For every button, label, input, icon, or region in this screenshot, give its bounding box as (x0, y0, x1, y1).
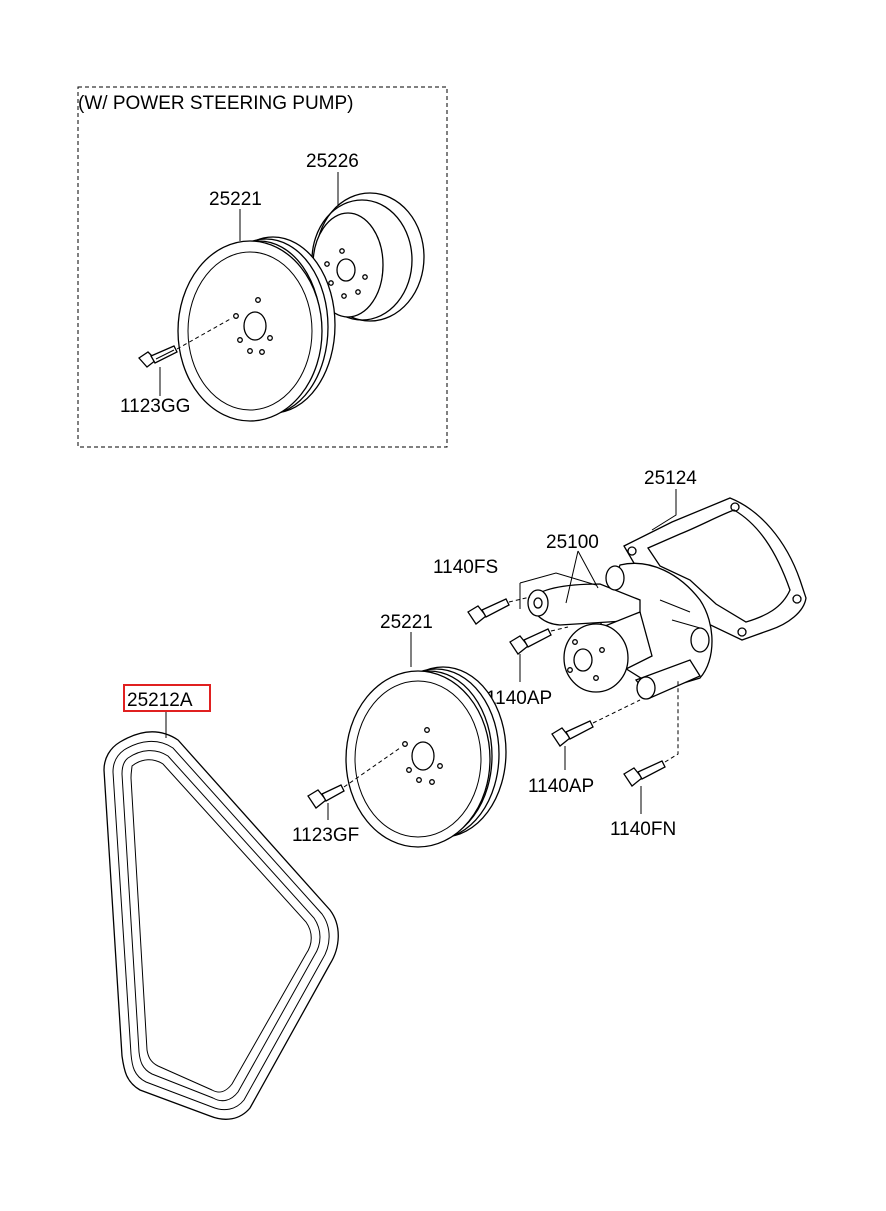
label-pump-bolt-mid[interactable]: 1140AP (486, 688, 552, 709)
main-pulley[interactable] (345, 666, 507, 848)
label-inset-bolt[interactable]: 1123GG (120, 396, 190, 417)
pump-bolt-mid[interactable] (509, 628, 552, 655)
label-main-pulley[interactable]: 25221 (380, 612, 433, 633)
leader-25100-b (577, 550, 599, 589)
label-main-pulley-bolt[interactable]: 1123GF (292, 825, 359, 846)
leader-25124 (651, 489, 677, 531)
label-pump-bolt-top[interactable]: 1140FS (433, 557, 498, 578)
leader-dash-inset-bolt (176, 317, 233, 350)
gasket[interactable] (623, 497, 807, 641)
pump-bolt-bottom[interactable] (623, 760, 666, 787)
label-pump-bolt-lower[interactable]: 1140AP (528, 776, 594, 797)
leader-dash-1140AP-mid (550, 626, 569, 632)
leader-dash-1140FN (664, 680, 679, 763)
v-belt[interactable] (103, 731, 339, 1120)
inset-title: (W/ POWER STEERING PUMP) (78, 93, 354, 114)
pump-bolt-lower[interactable] (551, 720, 594, 747)
inset-large-pulley[interactable] (177, 236, 336, 422)
inset-bolt[interactable] (138, 345, 178, 368)
pump-bolt-top[interactable] (467, 598, 510, 625)
leader-dash-1140AP-lower (592, 699, 641, 724)
label-gasket[interactable]: 25124 (644, 468, 697, 489)
label-pump-bolt-bottom[interactable]: 1140FN (610, 819, 676, 840)
highlight-box-v-belt (123, 684, 211, 712)
label-inset-pulley-large[interactable]: 25221 (209, 189, 262, 210)
water-pump[interactable] (527, 562, 713, 700)
leader-25100-a (565, 550, 579, 604)
inset-box (77, 86, 448, 448)
leader-dash-1123GF (343, 747, 401, 788)
label-v-belt[interactable]: 25212A (127, 690, 193, 711)
leader-1140FS-b (519, 572, 597, 586)
main-pulley-bolt[interactable] (307, 784, 345, 809)
label-water-pump[interactable]: 25100 (546, 532, 599, 553)
label-inset-pulley-small[interactable]: 25226 (306, 151, 359, 172)
